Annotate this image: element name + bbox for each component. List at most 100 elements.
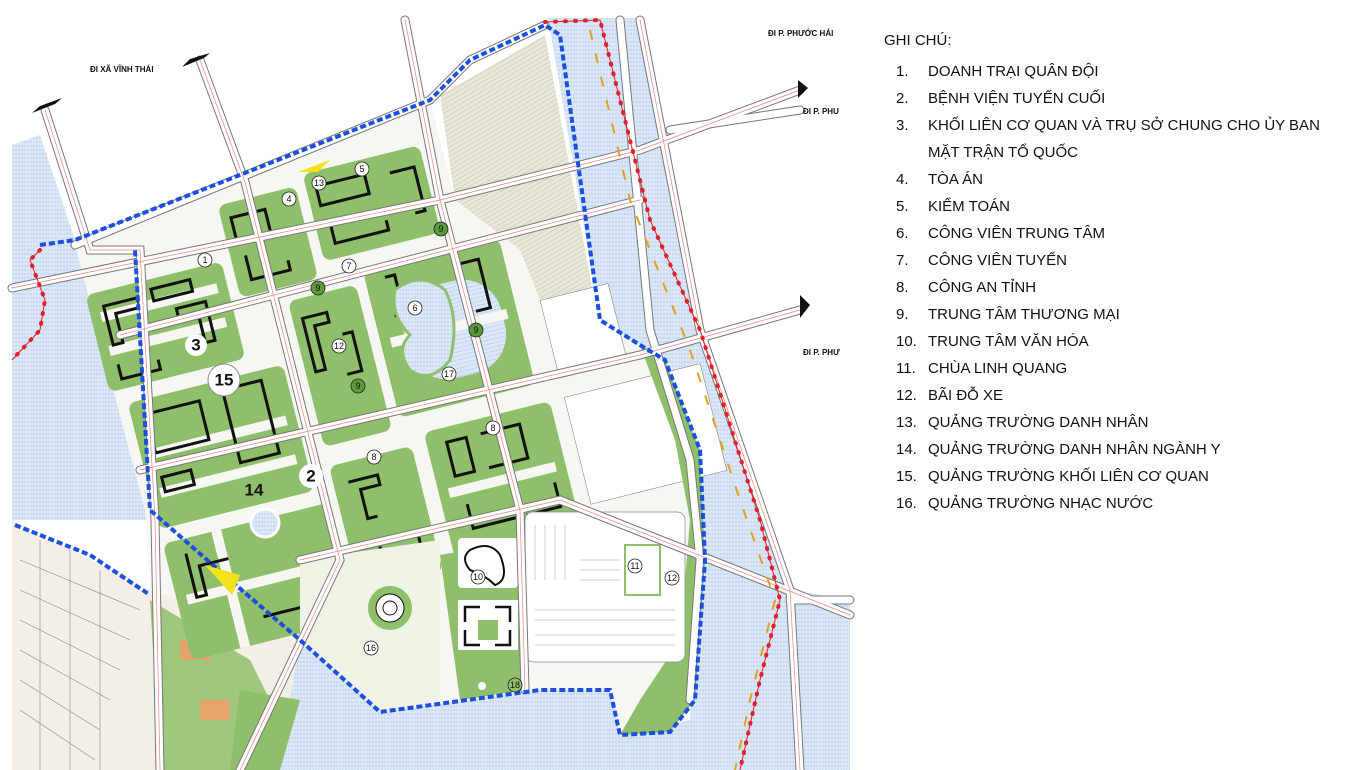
left-lagoon [12,135,150,520]
marker-17[interactable]: 17 [441,366,457,382]
marker-6[interactable]: 6 [407,300,423,316]
label-to-phu-1: ĐI P. PHU [803,107,839,116]
legend-item-text: CÔNG AN TỈNH [928,279,1037,296]
legend-item-number: 10. [896,333,917,350]
legend-item: 13. QUẢNG TRƯỜNG DANH NHÂN [884,409,1354,436]
legend-item-text: QUẢNG TRƯỜNG NHẠC NƯỚC [928,495,1154,512]
marker-13[interactable]: 13 [311,175,327,191]
legend-item-continued: MẶT TRẬN TỔ QUỐC [884,139,1354,166]
fountain-pool [249,507,281,539]
marker-4[interactable]: 4 [281,191,297,207]
legend-item: 1.DOANH TRẠI QUÂN ĐỘI [884,58,1354,85]
svg-text:2: 2 [306,467,315,486]
legend-item-text: TRUNG TÂM VĂN HÓA [928,333,1089,350]
marker-12[interactable]: 12 [664,570,680,586]
legend-item-number: 12. [896,387,917,404]
map-markers: 1 4 5 13 7 6 9 9 9 9 12 17 8 8 10 11 12 … [185,161,680,693]
svg-text:8: 8 [371,452,376,462]
svg-text:6: 6 [412,303,417,313]
legend-item: 10. TRUNG TÂM VĂN HÓA [884,328,1354,355]
marker-8[interactable]: 8 [366,449,382,465]
marker-18[interactable]: 18 [507,677,523,693]
legend-item-text: KHỐI LIÊN CƠ QUAN VÀ TRỤ SỞ CHUNG CHO ỦY… [928,117,1320,134]
marker-16[interactable]: 16 [363,640,379,656]
marker-2[interactable]: 2 [299,464,323,488]
legend-item: 15.QUẢNG TRƯỜNG KHỐI LIÊN CƠ QUAN [884,463,1354,490]
svg-text:9: 9 [473,325,478,335]
svg-text:11: 11 [630,561,639,571]
marker-9[interactable]: 9 [433,221,449,237]
marker-1[interactable]: 1 [197,252,213,268]
marker-9[interactable]: 9 [350,378,366,394]
svg-text:12: 12 [334,341,344,351]
legend-item: 14.QUẢNG TRƯỜNG DANH NHÂN NGÀNH Y [884,436,1354,463]
red-boundary-line [10,17,783,770]
legend-item-text: BÃI ĐỖ XE [928,387,1004,404]
legend-item: 11. CHÙA LINH QUANG [884,355,1354,382]
legend-item-number: 14. [896,441,917,458]
legend-item-number: 2. [896,90,909,107]
marker-15[interactable]: 15 [207,363,241,397]
legend-item: 2. BỆNH VIỆN TUYẾN CUỐI [884,85,1354,112]
legend-item: 4.TÒA ÁN [884,166,1354,193]
legend-item-text: CHÙA LINH QUANG [928,360,1068,377]
legend-item: 5. KIỂM TOÁN [884,193,1354,220]
svg-text:18: 18 [510,680,520,690]
planning-boundary [14,22,708,738]
marker-9[interactable]: 9 [468,322,484,338]
legend-item: 9.TRUNG TÂM THƯƠNG MẠI [884,301,1354,328]
svg-text:10: 10 [473,572,483,582]
marker-8[interactable]: 8 [485,420,501,436]
legend-item-text: CÔNG VIÊN TRUNG TÂM [928,225,1105,242]
svg-text:14: 14 [245,481,264,500]
arrow-icon [182,53,210,67]
marker-10[interactable]: 10 [470,569,486,585]
legend-item-text: QUẢNG TRƯỜNG DANH NHÂN [928,414,1149,431]
legend-item-number: 3. [896,117,909,134]
arrow-icon [798,80,808,98]
direction-arrows [32,53,810,318]
label-to-phu-2: ĐI P. PHƯ [803,348,840,357]
legend-spacer [884,139,928,166]
svg-text:16: 16 [366,643,376,653]
label-to-vinh-thai: ĐI XÃ VĨNH THÁI [90,65,154,74]
arrow-icon [32,98,62,113]
svg-text:7: 7 [346,261,351,271]
legend-item-number: 11. [896,360,916,377]
legend-item-text: BỆNH VIỆN TUYẾN CUỐI [928,90,1106,107]
svg-text:8: 8 [490,423,495,433]
legend-item-number: 1. [896,63,909,80]
label-to-phuoc-hai: ĐI P. PHƯỚC HẢI [768,29,833,38]
svg-text:1: 1 [202,255,207,265]
legend-item-text: KIỂM TOÁN [928,198,1010,215]
legend-item-number: 13. [896,414,917,431]
legend-item: 3. KHỐI LIÊN CƠ QUAN VÀ TRỤ SỞ CHUNG CHO … [884,112,1354,139]
master-plan-map: ĐI XÃ VĨNH THÁI ĐI P. PHƯỚC HẢI ĐI P. PH… [7,15,855,770]
legend-item: 6. CÔNG VIÊN TRUNG TÂM [884,220,1354,247]
legend-item-text: MẶT TRẬN TỔ QUỐC [928,144,1079,161]
legend-item-number: 5. [896,198,909,215]
svg-text:12: 12 [667,573,677,583]
legend-item-number: 7. [896,252,909,269]
marker-11[interactable]: 11 [627,558,643,574]
legend-item: 12. BÃI ĐỖ XE [884,382,1354,409]
svg-text:13: 13 [314,178,324,188]
marker-14[interactable]: 14 [245,481,264,500]
legend-item-number: 6. [896,225,909,242]
marker-3[interactable]: 3 [185,334,207,356]
legend-item-number: 16. [896,495,917,512]
legend-item-text: CÔNG VIÊN TUYẾN [928,252,1067,269]
legend-item-number: 15. [896,468,917,485]
svg-text:9: 9 [438,224,443,234]
marker-5[interactable]: 5 [354,161,370,177]
legend-item-number: 8. [896,279,909,296]
marker-7[interactable]: 7 [341,258,357,274]
legend-title: GHI CHÚ: [884,32,952,49]
marker-12[interactable]: 12 [331,338,347,354]
svg-text:9: 9 [315,283,320,293]
svg-text:9: 9 [355,381,360,391]
marker-9[interactable]: 9 [310,280,326,296]
svg-text:15: 15 [215,371,234,390]
legend-item: 8. CÔNG AN TỈNH [884,274,1354,301]
plaza-14 [205,565,240,595]
